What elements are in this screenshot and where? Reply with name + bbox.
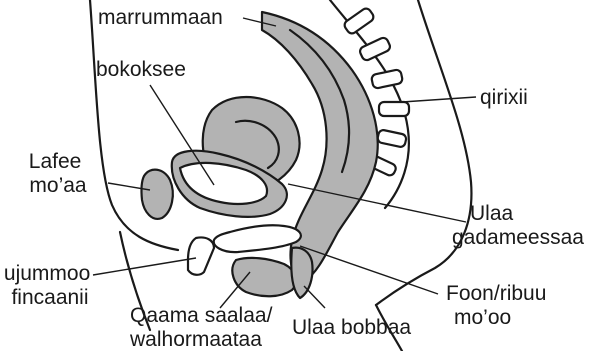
label-urethra-line2: fincaanii xyxy=(11,286,88,309)
label-perineum: Foon/ribuu mo’oo xyxy=(446,282,552,329)
vagina xyxy=(214,225,301,252)
label-perineum-line1: Foon/ribuu xyxy=(446,282,546,305)
label-pubic-bone-line2: mo’aa xyxy=(29,174,87,197)
label-rectum: marrummaan xyxy=(98,6,223,29)
leader-spine xyxy=(402,97,476,102)
urethra xyxy=(188,237,214,274)
label-cervix: Ulaa gadameessaa xyxy=(452,202,584,249)
label-pubic-bone: Lafee mo’aa xyxy=(29,150,87,197)
label-spine: qirixii xyxy=(480,86,528,109)
label-vaginal-opening-line2: walhormaataa xyxy=(129,328,262,351)
label-vaginal-opening-line1: Qaama saalaa/ xyxy=(130,304,273,327)
anal-canal xyxy=(291,248,312,298)
leader-urethra xyxy=(93,258,196,275)
label-cervix-line2: gadameessaa xyxy=(452,226,584,249)
label-uterus: bokoksee xyxy=(96,58,186,81)
leader-perineum xyxy=(300,246,438,294)
label-urethra-line1: ujummoo xyxy=(4,262,90,285)
label-cervix-line1: Ulaa xyxy=(470,202,514,225)
leader-anus xyxy=(304,286,325,308)
label-anus: Ulaa bobbaa xyxy=(292,316,411,339)
label-vaginal-opening: Qaama saalaa/ walhormaataa xyxy=(129,304,278,351)
perineum xyxy=(232,258,296,296)
label-perineum-line2: mo’oo xyxy=(454,306,511,329)
label-urethra: ujummoo fincaanii xyxy=(4,262,96,309)
pubic-bone xyxy=(141,170,172,219)
label-pubic-bone-line1: Lafee xyxy=(29,150,82,173)
